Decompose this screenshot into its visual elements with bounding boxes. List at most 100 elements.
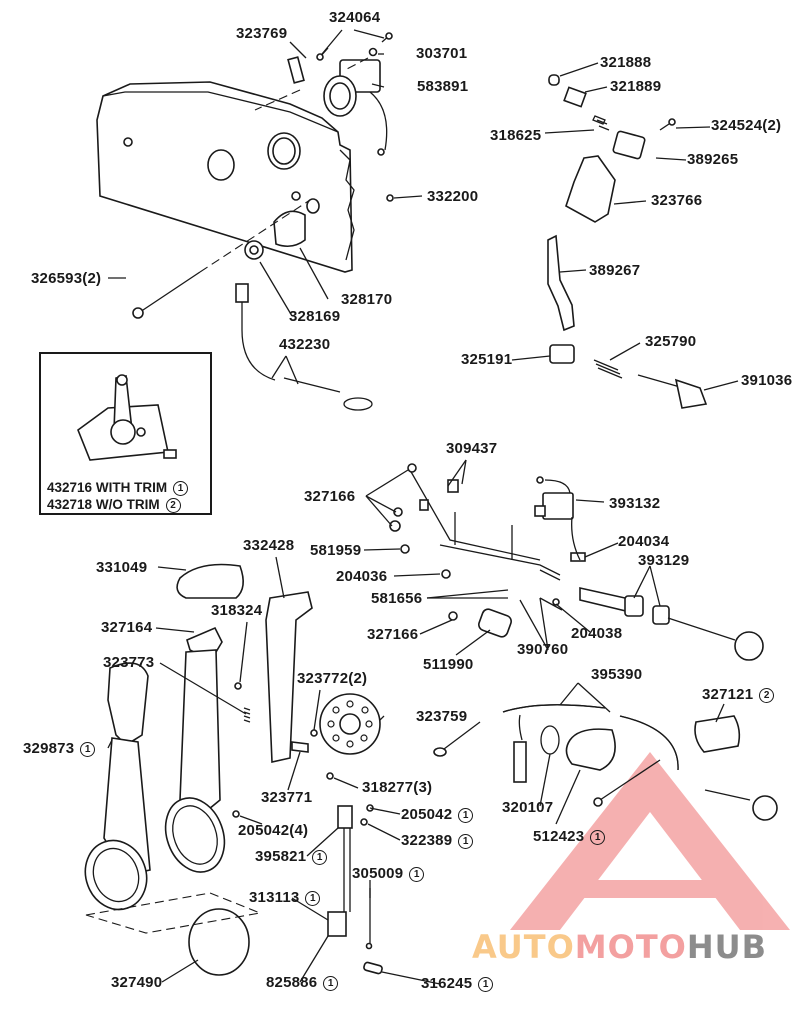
part-number-205042: 205042 bbox=[401, 806, 453, 823]
spring-323773 bbox=[243, 707, 251, 723]
label-204036: 204036 bbox=[336, 568, 388, 585]
inset-control-drawing bbox=[77, 374, 177, 461]
part-number-313113: 313113 bbox=[249, 889, 300, 906]
label-393132: 393132 bbox=[609, 495, 661, 512]
knob-391036 bbox=[674, 378, 708, 409]
screws-324064 bbox=[316, 32, 393, 61]
label-511990: 511990 bbox=[423, 656, 474, 673]
label-303701: 303701 bbox=[416, 45, 468, 62]
label-327164: 327164 bbox=[101, 619, 153, 636]
lever-389267 bbox=[547, 234, 575, 332]
screw-318324 bbox=[234, 682, 242, 690]
boot-512423 bbox=[565, 728, 616, 771]
bracket-323769 bbox=[287, 56, 305, 84]
label-324064: 324064 bbox=[329, 9, 381, 26]
strap-320107 bbox=[540, 725, 560, 755]
label-331049: 331049 bbox=[96, 559, 148, 576]
knob-328170 bbox=[273, 210, 306, 248]
label-328169: 328169 bbox=[289, 308, 341, 325]
pin-321889 bbox=[563, 86, 587, 108]
label-327166-lower: 327166 bbox=[367, 626, 419, 643]
label-318625: 318625 bbox=[490, 127, 542, 144]
label-326593: 326593(2) bbox=[31, 270, 102, 287]
note-1-icon: 1 bbox=[312, 850, 328, 865]
screw-205042-4 bbox=[232, 810, 240, 818]
watermark-triangle-bar bbox=[580, 880, 722, 898]
handle-329873 bbox=[84, 662, 151, 911]
tube-393129 bbox=[579, 587, 764, 661]
boot-327121 bbox=[694, 715, 741, 753]
screw-318277 bbox=[326, 772, 334, 780]
watermark-triangle-outer bbox=[510, 752, 790, 930]
note-1-icon: 1 bbox=[478, 977, 494, 992]
label-323759: 323759 bbox=[416, 708, 468, 725]
grip-331049 bbox=[176, 563, 244, 599]
label-322389: 322389 1 bbox=[401, 832, 474, 849]
label-318324: 318324 bbox=[211, 602, 263, 619]
label-332200: 332200 bbox=[427, 188, 479, 205]
control-housing bbox=[96, 81, 355, 273]
part-number-432716: 432716 bbox=[47, 480, 93, 495]
part-number-327121: 327121 bbox=[702, 686, 754, 703]
switch-395821 bbox=[337, 805, 353, 829]
note-1-icon: 1 bbox=[458, 808, 474, 823]
label-395390: 395390 bbox=[591, 666, 643, 683]
label-389265: 389265 bbox=[687, 151, 739, 168]
block-325191 bbox=[549, 344, 575, 364]
spring-318625 bbox=[592, 115, 610, 131]
note-2-icon: 2 bbox=[759, 688, 775, 703]
part-number-395821: 395821 bbox=[255, 848, 307, 865]
pin-316245 bbox=[363, 961, 383, 975]
cable-432230 bbox=[241, 290, 341, 393]
label-323769: 323769 bbox=[236, 25, 288, 42]
label-327121: 327121 2 bbox=[702, 686, 775, 703]
plate-323766 bbox=[565, 155, 616, 223]
label-320107: 320107 bbox=[502, 799, 554, 816]
switch-393132 bbox=[534, 476, 581, 561]
part-number-432718: 432718 bbox=[47, 497, 93, 512]
label-309437: 309437 bbox=[446, 440, 498, 457]
label-327166-upper: 327166 bbox=[304, 488, 356, 505]
label-583891: 583891 bbox=[417, 78, 469, 95]
label-204034: 204034 bbox=[618, 533, 670, 550]
part-number-329873: 329873 bbox=[23, 740, 75, 757]
nut-303701 bbox=[368, 47, 378, 57]
note-1-icon: 1 bbox=[458, 834, 474, 849]
label-325191: 325191 bbox=[461, 351, 513, 368]
part-number-512423: 512423 bbox=[533, 828, 585, 845]
label-390760: 390760 bbox=[517, 641, 569, 658]
leader-lines bbox=[107, 29, 739, 985]
label-323771: 323771 bbox=[261, 789, 313, 806]
label-318277: 318277(3) bbox=[362, 779, 433, 796]
label-432230: 432230 bbox=[279, 336, 331, 353]
note-1-icon: 1 bbox=[590, 830, 606, 845]
note-1-icon: 1 bbox=[409, 867, 425, 882]
note-1-icon: 1 bbox=[80, 742, 96, 757]
connector-511990 bbox=[478, 608, 512, 638]
cover-327490 bbox=[188, 908, 250, 976]
label-581959: 581959 bbox=[310, 542, 362, 559]
note-1-icon: 1 bbox=[323, 976, 339, 991]
link-323771 bbox=[291, 741, 309, 753]
label-321889: 321889 bbox=[610, 78, 662, 95]
detent-389265 bbox=[612, 130, 646, 160]
part-number-305009: 305009 bbox=[352, 865, 404, 882]
label-323772: 323772(2) bbox=[297, 670, 368, 687]
inset-with-trim-text: WITH TRIM bbox=[95, 480, 168, 495]
label-581656: 581656 bbox=[371, 590, 423, 607]
part-number-322389: 322389 bbox=[401, 832, 453, 849]
label-204038: 204038 bbox=[571, 625, 623, 642]
label-305009: 305009 1 bbox=[352, 865, 425, 882]
bracket-332428 bbox=[265, 591, 313, 763]
label-512423: 512423 1 bbox=[533, 828, 606, 845]
label-393129: 393129 bbox=[638, 552, 690, 569]
label-325790: 325790 bbox=[645, 333, 697, 350]
